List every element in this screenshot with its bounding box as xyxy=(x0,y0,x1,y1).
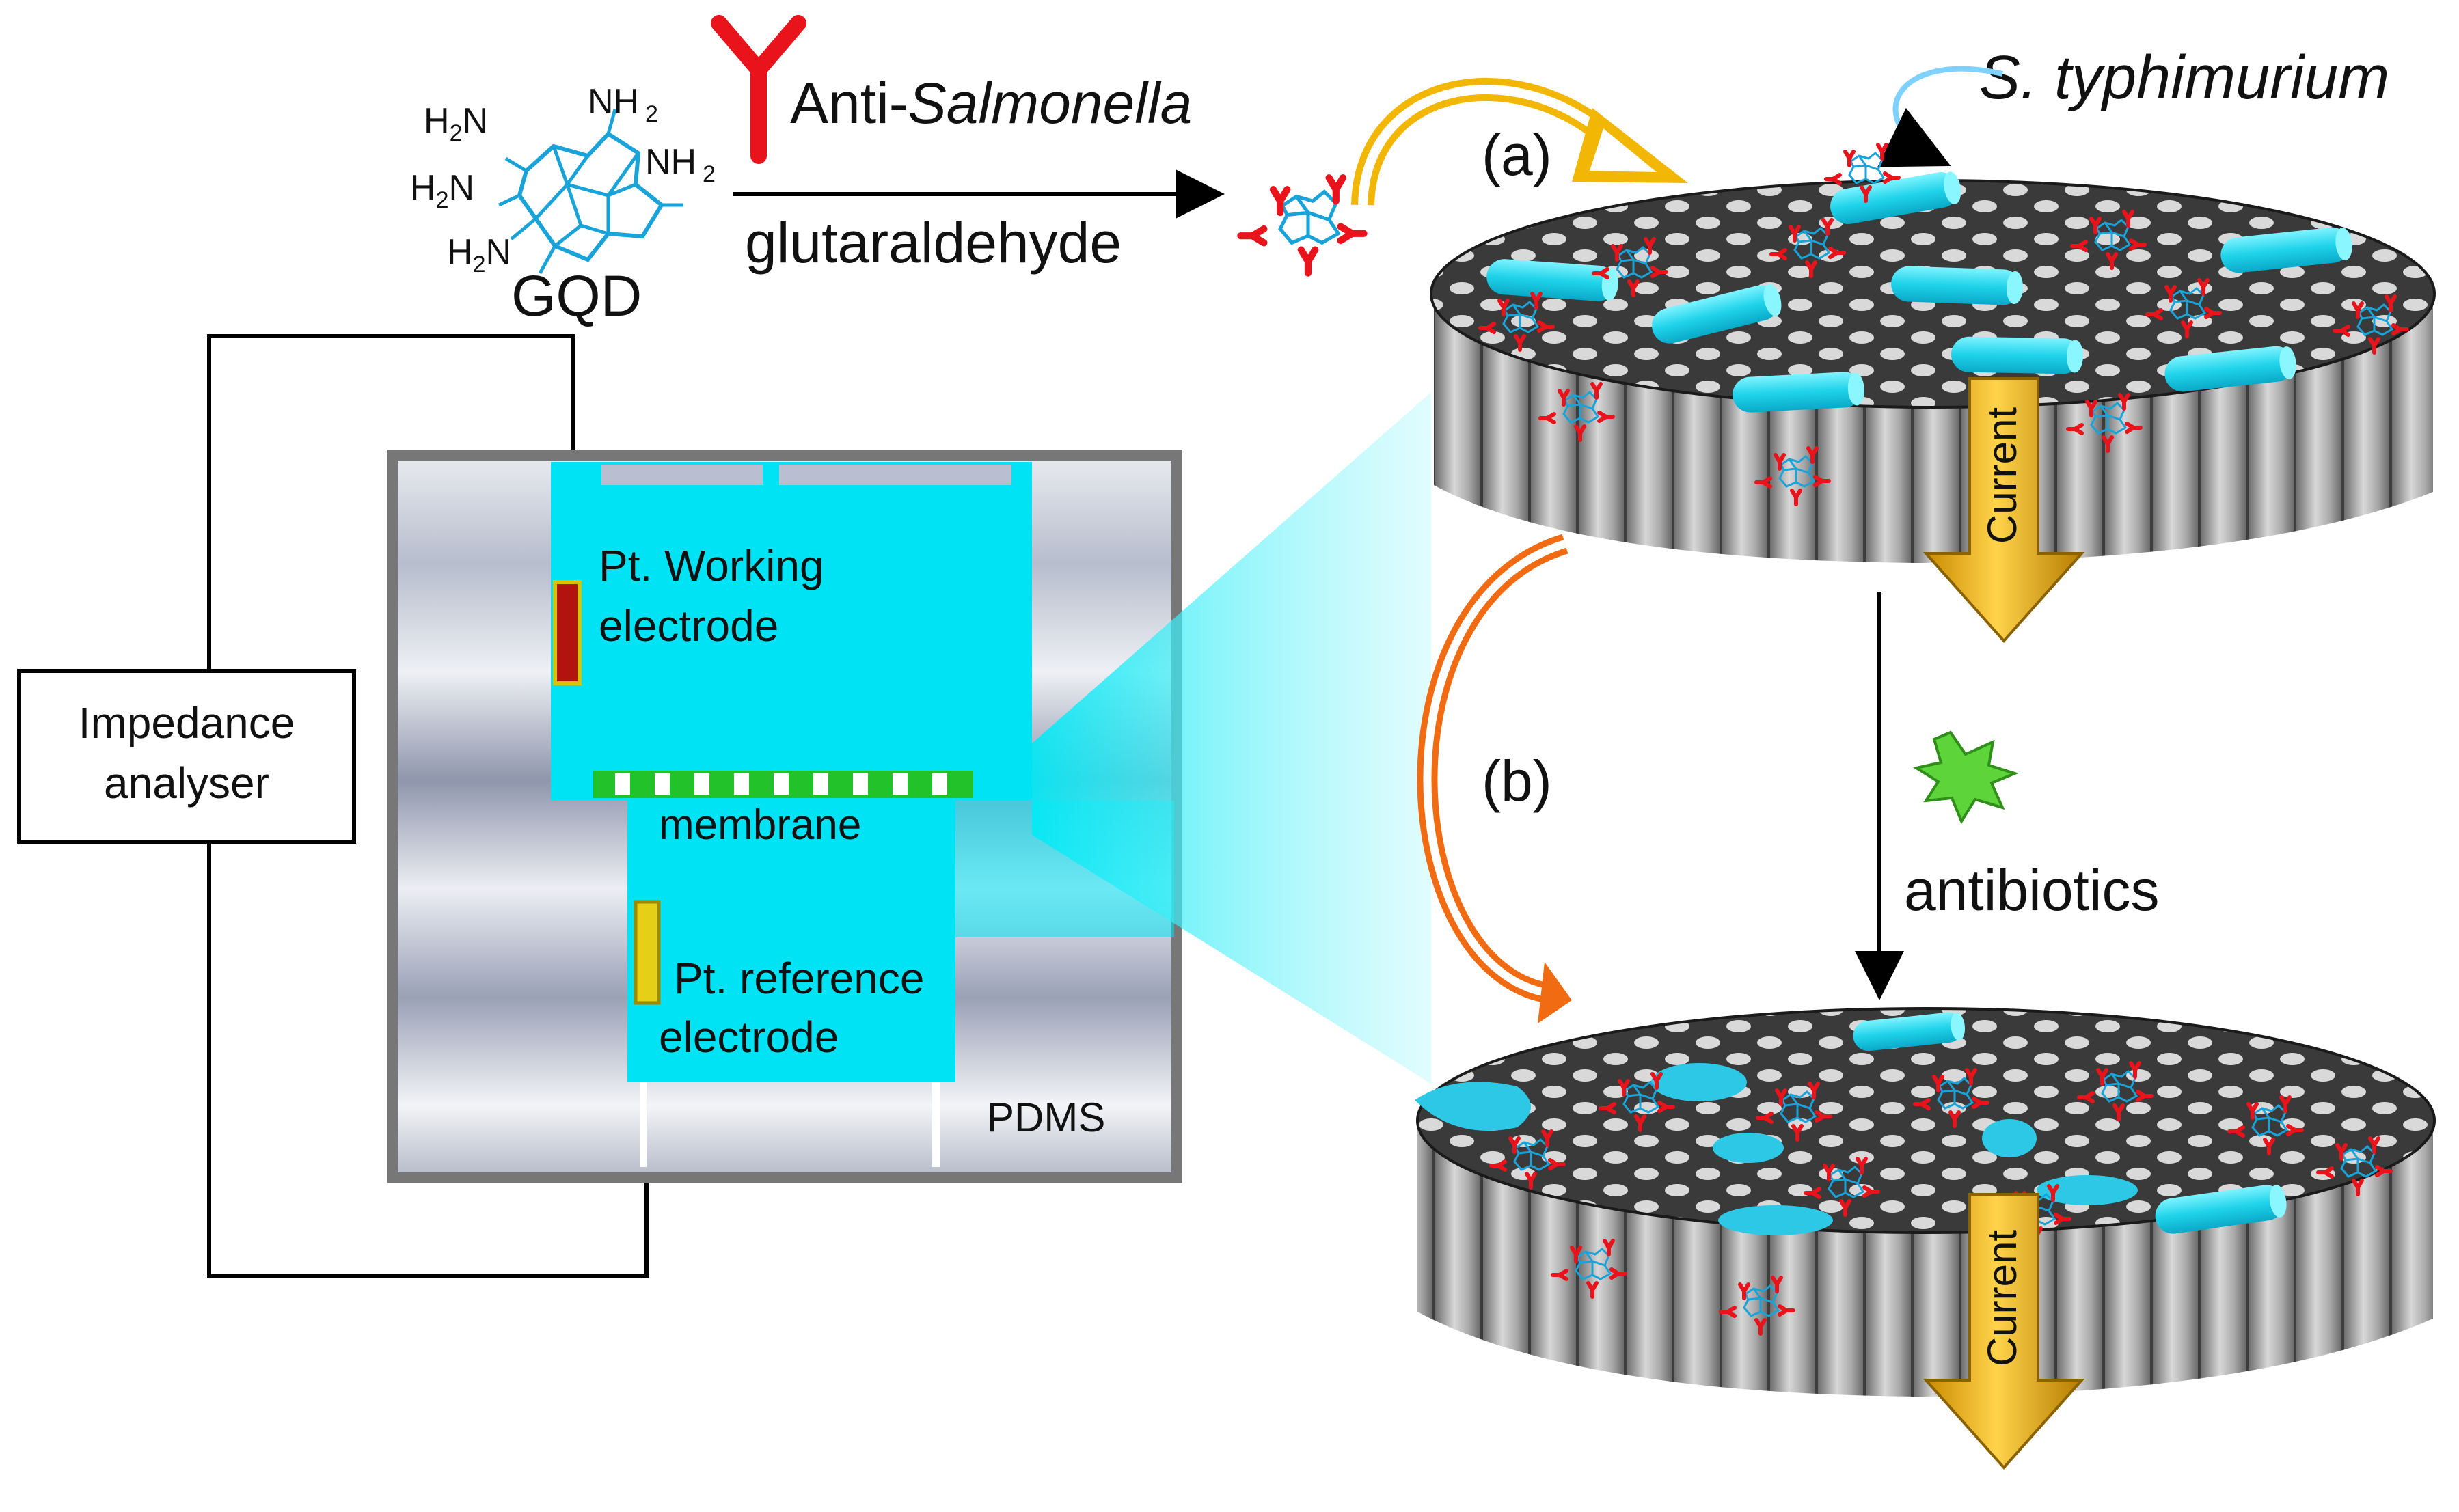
analyser-label-line1: Impedance xyxy=(79,698,295,747)
bacteria-label: S. typhimurium xyxy=(1979,44,2389,112)
antibody-icon xyxy=(711,15,806,164)
zoom-cone xyxy=(1032,392,1431,1084)
working-label-line2: electrode xyxy=(599,601,778,650)
panel-a-label: (a) xyxy=(1482,123,1552,187)
reference-label-line2: electrode xyxy=(659,1013,839,1062)
current-arrow-b: Current xyxy=(1923,1193,2085,1470)
analyser-label-line2: analyser xyxy=(104,758,269,808)
svg-text:H2N: H2N xyxy=(424,101,488,146)
gqd-molecule: H2N NH 2 H2N NH 2 H2N GQD xyxy=(410,82,716,328)
glutaraldehyde-label: glutaraldehyde xyxy=(745,210,1122,275)
working-electrode xyxy=(553,580,582,685)
gqd-label: GQD xyxy=(511,264,642,328)
working-label-line1: Pt. Working xyxy=(599,541,824,590)
membrane xyxy=(593,771,973,798)
svg-text:2: 2 xyxy=(645,101,658,127)
current-label-b: Current xyxy=(1979,1230,2025,1366)
impedance-analyser-box: Impedance analyser xyxy=(17,669,356,844)
functionalized-gqd-icon xyxy=(1240,178,1363,273)
svg-text:H2N: H2N xyxy=(410,168,474,213)
lysed-bacteria-b xyxy=(1415,1011,2289,1236)
current-label-a: Current xyxy=(1979,407,2025,544)
panel-b-label: (b) xyxy=(1482,749,1552,813)
lower-chamber xyxy=(627,801,955,1082)
reference-label-line1: Pt. reference xyxy=(674,954,924,1003)
upper-chamber xyxy=(551,462,1032,801)
svg-text:2: 2 xyxy=(703,161,716,187)
antibiotic-icon xyxy=(1912,730,2019,825)
amine-label: NH xyxy=(588,82,639,122)
reference-electrode xyxy=(634,900,661,1005)
wire-working xyxy=(207,334,575,671)
pdms-label: PDMS xyxy=(987,1095,1105,1140)
membrane-label: membrane xyxy=(659,801,861,849)
bacteria-pointer xyxy=(1877,66,2003,167)
nanoporous-membrane-b xyxy=(1416,1007,2436,1397)
current-arrow-a: Current xyxy=(1923,377,2085,644)
antibiotics-label: antibiotics xyxy=(1904,858,2160,922)
svg-text:H2N: H2N xyxy=(447,232,511,277)
amine-label: NH xyxy=(645,142,696,182)
antibody-label: Anti-Salmonella xyxy=(790,71,1192,135)
